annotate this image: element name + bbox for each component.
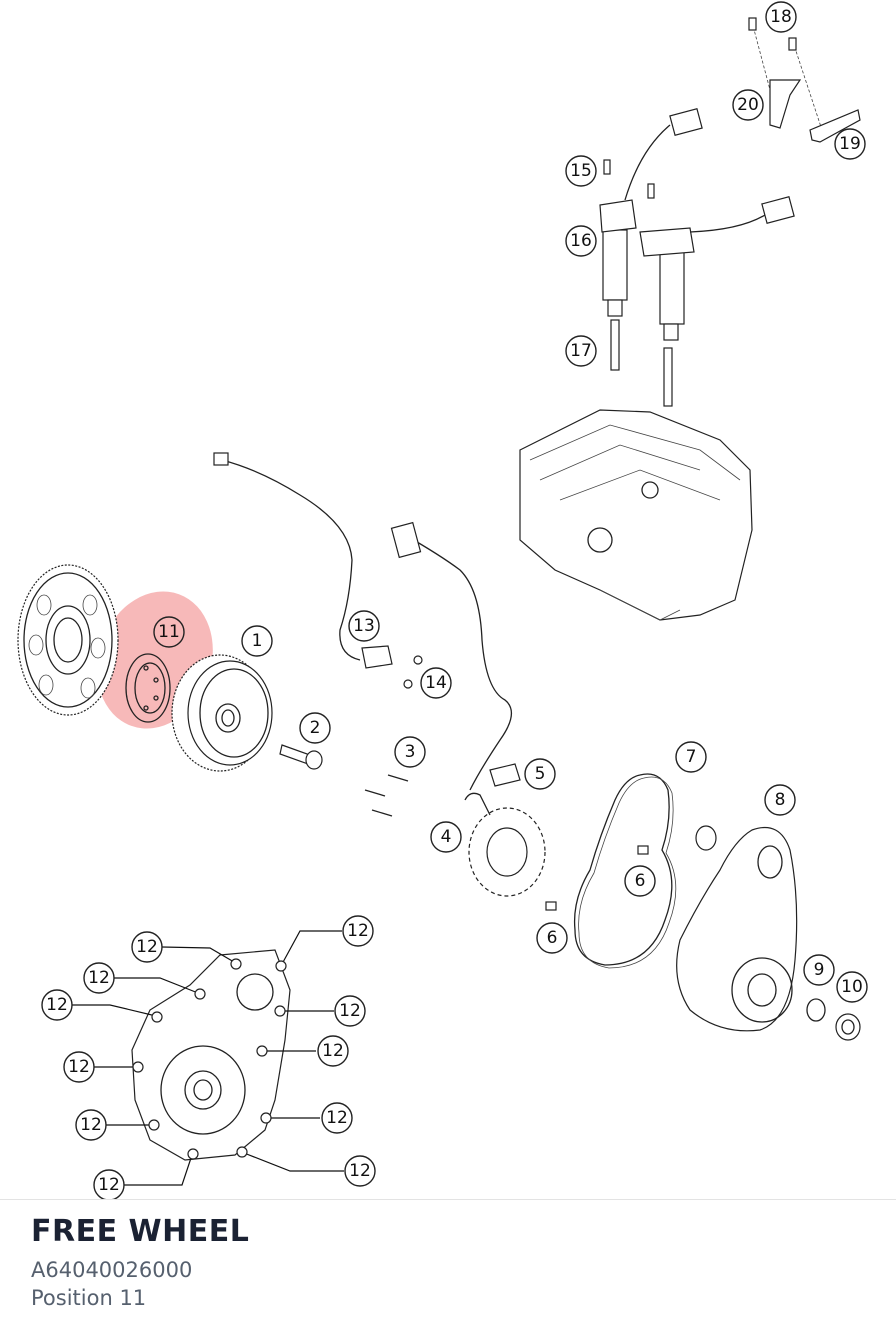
callout-12[interactable]: 12 <box>317 1035 349 1067</box>
svg-text:12: 12 <box>326 1108 348 1128</box>
callout-16[interactable]: 16 <box>565 225 597 257</box>
rotor-flywheel <box>171 654 273 772</box>
svg-text:19: 19 <box>839 134 861 154</box>
stator <box>464 792 546 897</box>
svg-text:13: 13 <box>353 616 375 636</box>
callout-12[interactable]: 12 <box>344 1155 376 1187</box>
svg-text:2: 2 <box>310 718 321 738</box>
svg-text:1: 1 <box>252 631 263 651</box>
dowel-pin <box>545 901 557 911</box>
callout-20[interactable]: 20 <box>732 89 764 121</box>
cover-bolt-detail <box>131 949 291 1161</box>
callout-12[interactable]: 12 <box>131 931 163 963</box>
svg-text:12: 12 <box>322 1041 344 1061</box>
svg-text:8: 8 <box>775 790 786 810</box>
svg-text:15: 15 <box>570 161 592 181</box>
starter-gear <box>17 564 119 716</box>
callout-12[interactable]: 12 <box>83 962 115 994</box>
callout-19[interactable]: 19 <box>834 128 866 160</box>
sensor-cable <box>221 459 361 661</box>
svg-text:12: 12 <box>98 1175 120 1195</box>
engine-block <box>519 409 753 621</box>
spark-plugs <box>610 319 673 407</box>
svg-text:12: 12 <box>80 1115 102 1135</box>
callout-9[interactable]: 9 <box>803 954 835 986</box>
callout-14[interactable]: 14 <box>420 667 452 699</box>
part-info-panel: FREE WHEEL A64040026000 Position 11 <box>0 1199 896 1336</box>
svg-text:12: 12 <box>339 1001 361 1021</box>
dowel-pin <box>637 845 649 855</box>
stator-screws <box>364 774 409 817</box>
svg-text:9: 9 <box>814 960 825 980</box>
svg-text:18: 18 <box>770 7 792 27</box>
callout-12[interactable]: 12 <box>321 1102 353 1134</box>
callout-3[interactable]: 3 <box>394 736 426 768</box>
svg-text:6: 6 <box>635 871 646 891</box>
callout-6a[interactable]: 6 <box>624 865 656 897</box>
callout-12[interactable]: 12 <box>93 1169 125 1200</box>
callout-5[interactable]: 5 <box>524 758 556 790</box>
svg-text:11: 11 <box>158 622 180 642</box>
callout-7[interactable]: 7 <box>675 741 707 773</box>
svg-text:12: 12 <box>136 937 158 957</box>
bracket-20 <box>769 79 802 129</box>
o-ring <box>806 998 826 1022</box>
generator-cover <box>676 826 798 1032</box>
bracket-screw <box>788 37 797 51</box>
stator-cable <box>404 534 512 791</box>
part-position: Position 11 <box>31 1286 147 1310</box>
bracket-screw <box>748 17 757 31</box>
cover-plug <box>835 1013 861 1041</box>
callout-2[interactable]: 2 <box>299 712 331 744</box>
rotor-bolt <box>279 744 323 770</box>
callout-11[interactable]: 11 <box>153 616 185 648</box>
svg-text:5: 5 <box>535 764 546 784</box>
cover-bolt-leaders <box>72 930 344 1186</box>
exploded-parts-diagram: 1 2 3 4 5 6 6 7 8 9 10 11 13 14 15 16 17… <box>17 1 868 1200</box>
callout-1[interactable]: 1 <box>241 625 273 657</box>
coil-screw <box>603 159 611 175</box>
svg-text:16: 16 <box>570 231 592 251</box>
callout-6b[interactable]: 6 <box>536 922 568 954</box>
callout-4[interactable]: 4 <box>430 821 462 853</box>
callout-12[interactable]: 12 <box>342 915 374 947</box>
part-number: A64040026000 <box>31 1258 193 1282</box>
callout-15[interactable]: 15 <box>565 155 597 187</box>
cover-bolts <box>132 958 287 1160</box>
callout-10[interactable]: 10 <box>836 971 868 1003</box>
coil-screw <box>647 183 655 199</box>
callout-8[interactable]: 8 <box>764 784 796 816</box>
callout-18[interactable]: 18 <box>765 1 797 33</box>
svg-text:10: 10 <box>841 977 863 997</box>
callout-12[interactable]: 12 <box>75 1109 107 1141</box>
svg-text:20: 20 <box>737 95 759 115</box>
svg-text:12: 12 <box>46 995 68 1015</box>
svg-text:14: 14 <box>425 673 447 693</box>
svg-text:3: 3 <box>405 742 416 762</box>
svg-text:12: 12 <box>347 921 369 941</box>
bracket-19 <box>809 109 861 143</box>
ignition-coils <box>599 107 795 341</box>
grommet <box>489 763 521 787</box>
svg-text:12: 12 <box>88 968 110 988</box>
svg-text:12: 12 <box>68 1057 90 1077</box>
part-name: FREE WHEEL <box>31 1214 250 1249</box>
svg-text:4: 4 <box>441 827 452 847</box>
svg-text:7: 7 <box>686 747 697 767</box>
callout-12[interactable]: 12 <box>41 989 73 1021</box>
svg-text:6: 6 <box>547 928 558 948</box>
callout-13[interactable]: 13 <box>348 610 380 642</box>
cover-gasket <box>573 773 673 966</box>
callout-12[interactable]: 12 <box>334 995 366 1027</box>
callout-17[interactable]: 17 <box>565 335 597 367</box>
callout-12[interactable]: 12 <box>63 1051 95 1083</box>
svg-text:12: 12 <box>349 1161 371 1181</box>
free-wheel-part <box>125 653 171 723</box>
svg-text:17: 17 <box>570 341 592 361</box>
